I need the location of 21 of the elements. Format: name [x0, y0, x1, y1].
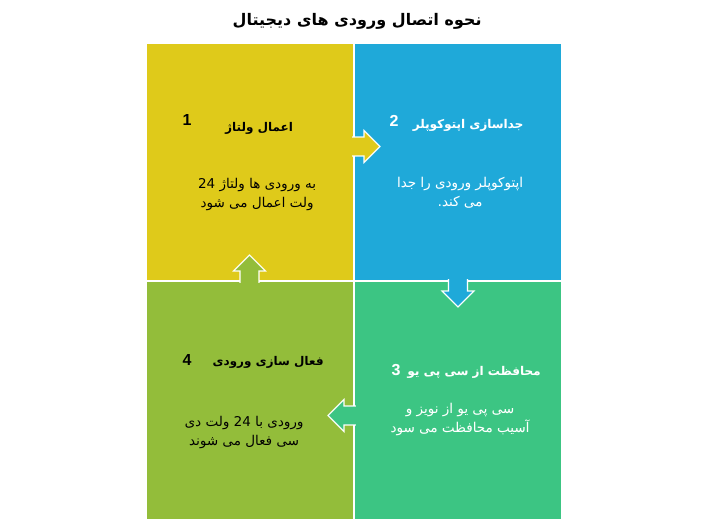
diagram-title: نحوه اتصال ورودی های دیجیتال	[232, 10, 482, 30]
arrow	[232, 254, 268, 284]
step-description: به ورودی ها ولتاژ 24 ولت اعمال می شود	[197, 175, 317, 213]
step-title: محافظت از سی پی یو	[407, 363, 541, 379]
step-number: 4	[182, 352, 192, 370]
arrow	[327, 398, 357, 434]
arrow	[440, 278, 476, 308]
step-panel	[355, 282, 561, 519]
step-description: سی پی یو از نویز و آسیب محافظت می سود	[390, 400, 530, 438]
step-panel	[355, 44, 561, 280]
step-title: اعمال ولتاژ	[225, 119, 293, 135]
step-panel	[147, 44, 353, 280]
step-number: 1	[182, 112, 192, 130]
step-title: فعال سازی ورودی	[212, 353, 324, 369]
step-description: اپتوکوپلر ورودی را جدا می کند.	[396, 174, 524, 212]
arrow	[351, 128, 381, 164]
step-number: 3	[392, 362, 400, 380]
step-number: 2	[390, 113, 398, 131]
step-description: ورودی با 24 ولت دی سی فعال می شوند	[184, 413, 304, 451]
step-panel	[147, 282, 353, 519]
step-title: جداسازی اپتوکوپلر	[412, 116, 524, 132]
